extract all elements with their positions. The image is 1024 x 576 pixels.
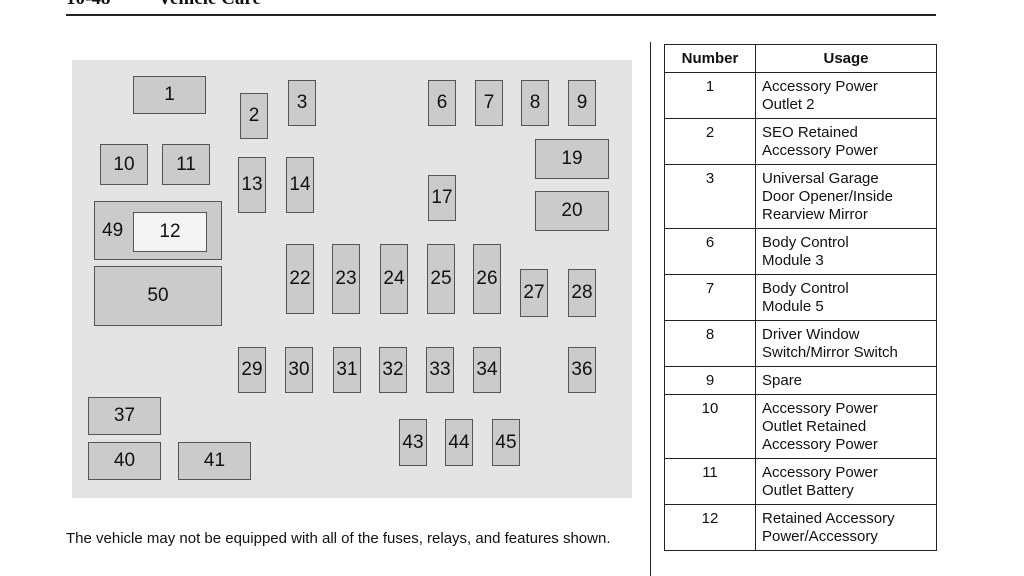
fuse-number: 1 xyxy=(664,72,756,119)
fuse-8: 8 xyxy=(521,80,549,126)
fuse-50: 50 xyxy=(94,266,222,326)
table-row: 9 Spare xyxy=(664,366,937,395)
fuse-10: 10 xyxy=(100,144,148,185)
fuse-block-diagram: 1 2 3 6 7 8 9 10 11 13 14 17 19 20 49 12… xyxy=(72,60,632,498)
number-column-header: Number xyxy=(664,44,756,73)
fuse-3: 3 xyxy=(288,80,316,126)
fuse-13: 13 xyxy=(238,157,266,213)
fuse-28: 28 xyxy=(568,269,596,317)
fuse-7: 7 xyxy=(475,80,503,126)
fuse-33: 33 xyxy=(426,347,454,393)
fuse-45: 45 xyxy=(492,419,520,466)
fuse-49-label: 49 xyxy=(102,219,124,241)
usage-line: Switch/Mirror Switch xyxy=(762,344,898,361)
column-divider xyxy=(650,42,651,576)
usage-line: Door Opener/Inside xyxy=(762,188,893,205)
usage-line: Outlet 2 xyxy=(762,96,815,113)
usage-line: Outlet Battery xyxy=(762,482,854,499)
fuse-number: 7 xyxy=(664,274,756,321)
fuse-26: 26 xyxy=(473,244,501,314)
section-title: Vehicle Care xyxy=(158,0,261,10)
usage-line: Rearview Mirror xyxy=(762,206,868,223)
usage-line: SEO Retained xyxy=(762,124,858,141)
usage-line: Body Control xyxy=(762,280,849,297)
fuse-2: 2 xyxy=(240,93,268,139)
fuse-1: 1 xyxy=(133,76,206,114)
usage-line: Accessory Power xyxy=(762,78,878,95)
fuse-34: 34 xyxy=(473,347,501,393)
fuse-number: 12 xyxy=(664,504,756,551)
usage-line: Accessory Power xyxy=(762,464,878,481)
fuse-40: 40 xyxy=(88,442,161,480)
usage-line: Module 3 xyxy=(762,252,824,269)
fuse-number: 8 xyxy=(664,320,756,367)
fuse-31: 31 xyxy=(333,347,361,393)
fuse-44: 44 xyxy=(445,419,473,466)
fuse-41: 41 xyxy=(178,442,251,480)
fuse-29: 29 xyxy=(238,347,266,393)
fuse-usage: Spare xyxy=(755,366,937,395)
fuse-6: 6 xyxy=(428,80,456,126)
fuse-22: 22 xyxy=(286,244,314,314)
fuse-24: 24 xyxy=(380,244,408,314)
fuse-23: 23 xyxy=(332,244,360,314)
table-header-row: Number Usage xyxy=(664,44,937,73)
fuse-number: 6 xyxy=(664,228,756,275)
usage-line: Accessory Power xyxy=(762,400,878,417)
usage-line: Spare xyxy=(762,372,803,389)
page-header: 10-48 Vehicle Care xyxy=(66,0,936,16)
usage-line: Accessory Power xyxy=(762,436,878,453)
usage-line: Universal Garage xyxy=(762,170,879,187)
usage-column-header: Usage xyxy=(755,44,937,73)
fuse-17: 17 xyxy=(428,175,456,221)
fuse-9: 9 xyxy=(568,80,596,126)
fuse-number: 10 xyxy=(664,394,756,459)
fuse-30: 30 xyxy=(285,347,313,393)
fuse-27: 27 xyxy=(520,269,548,317)
fuse-32: 32 xyxy=(379,347,407,393)
fuse-36: 36 xyxy=(568,347,596,393)
fuse-19: 19 xyxy=(535,139,609,179)
usage-line: Outlet Retained xyxy=(762,418,867,435)
footnote: The vehicle may not be equipped with all… xyxy=(66,530,611,547)
usage-line: Accessory Power xyxy=(762,142,878,159)
fuse-number: 9 xyxy=(664,366,756,395)
usage-line: Body Control xyxy=(762,234,849,251)
fuse-43: 43 xyxy=(399,419,427,466)
fuse-20: 20 xyxy=(535,191,609,231)
fuse-37: 37 xyxy=(88,397,161,435)
fuse-number: 11 xyxy=(664,458,756,505)
fuse-14: 14 xyxy=(286,157,314,213)
fuse-number: 3 xyxy=(664,164,756,229)
usage-line: Driver Window xyxy=(762,326,860,343)
fuse-number: 2 xyxy=(664,118,756,165)
fuse-25: 25 xyxy=(427,244,455,314)
fuse-11: 11 xyxy=(162,144,210,185)
usage-line: Retained Accessory xyxy=(762,510,895,527)
fuse-12: 12 xyxy=(133,212,207,252)
usage-line: Module 5 xyxy=(762,298,824,315)
usage-line: Power/Accessory xyxy=(762,528,878,545)
page-number: 10-48 xyxy=(66,0,110,10)
